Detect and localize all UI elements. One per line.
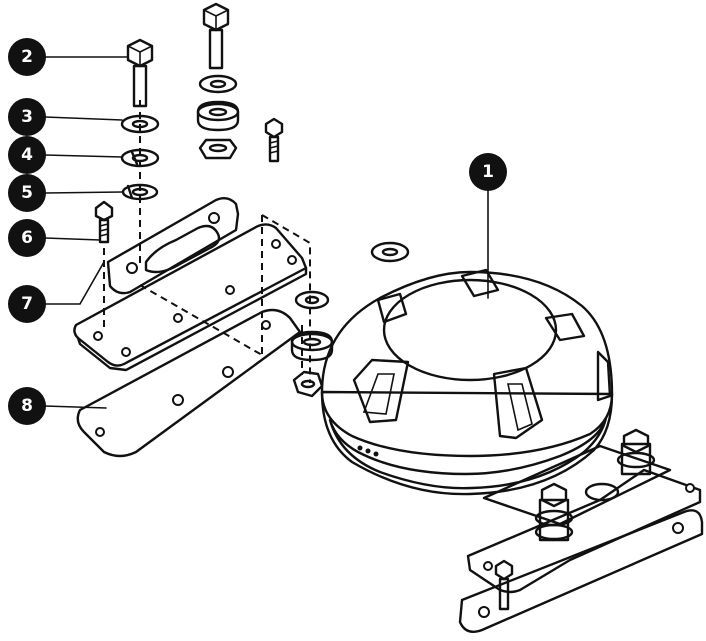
hex-bolt-center [202, 2, 230, 70]
leader-line-6 [44, 237, 101, 241]
bracket-nut-left [534, 482, 574, 542]
small-screw-left [94, 200, 114, 244]
washer-stack-center [196, 74, 240, 160]
washer-above-dome [370, 241, 410, 263]
callout-3: 3 [8, 98, 46, 136]
bracket-screw-bottom [494, 559, 514, 611]
gasket-plate [76, 308, 302, 458]
callout-4: 4 [8, 136, 46, 174]
callout-8: 8 [8, 387, 46, 425]
bracket-nut-right [616, 428, 656, 476]
leader-line-3 [44, 116, 123, 121]
lock-washer-left [120, 148, 160, 168]
spring-washer-left [121, 183, 159, 201]
small-screw-right [264, 117, 284, 163]
callout-6: 6 [8, 219, 46, 257]
callout-2: 2 [8, 38, 46, 76]
callout-3-label: 3 [21, 107, 33, 127]
callout-7-label: 7 [21, 294, 33, 314]
clamp-plate [106, 197, 240, 295]
callout-5-label: 5 [21, 183, 33, 203]
callout-6-label: 6 [21, 228, 33, 248]
hex-bolt-left [126, 38, 154, 108]
callout-8-label: 8 [21, 396, 33, 416]
dome-antenna [320, 268, 614, 496]
callout-1: 1 [469, 153, 507, 191]
leader-line-5 [44, 191, 123, 194]
flat-washer-left [120, 114, 160, 134]
nut-under-dome [292, 370, 324, 398]
callout-5: 5 [8, 174, 46, 212]
callout-7: 7 [8, 285, 46, 323]
callout-2-label: 2 [21, 47, 33, 67]
leader-line-8 [44, 405, 107, 409]
leader-line-4 [44, 154, 123, 158]
callout-4-label: 4 [21, 145, 33, 165]
base-bracket-right [458, 444, 704, 633]
leader-line-7 [44, 261, 105, 305]
washer-right-column [290, 290, 334, 362]
callout-1-label: 1 [482, 162, 494, 182]
mounting-bracket-plate [73, 223, 308, 372]
